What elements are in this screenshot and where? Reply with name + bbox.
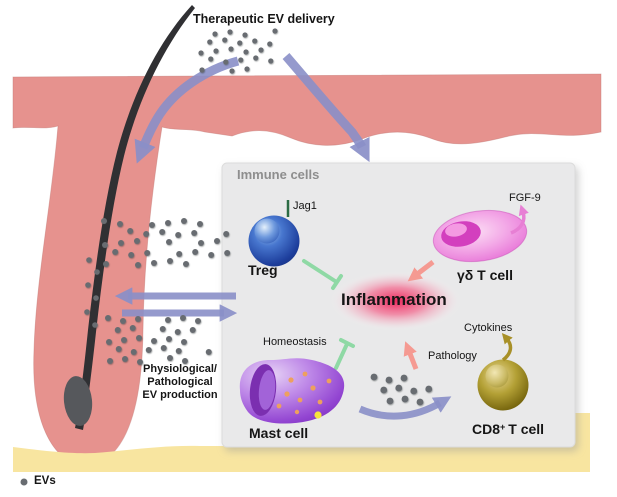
therapeutic-ev-delivery-label: Therapeutic EV delivery <box>193 12 335 26</box>
skin-cross-section <box>12 73 602 468</box>
mast-granules <box>276 371 332 415</box>
cd8-t-cell <box>477 333 529 411</box>
subcutaneous-fat-layer <box>13 413 590 472</box>
inflammation-label: Inflammation <box>341 290 447 309</box>
cd8-label-sup: + <box>500 422 506 432</box>
ev-legend-label: EVs <box>34 475 56 487</box>
mast-granule-yellow <box>314 411 322 419</box>
homeostasis-inhibition-tbar <box>334 338 355 370</box>
dermal-papilla <box>63 376 93 426</box>
mast-to-cd8-ev-arrow <box>358 396 452 420</box>
jag1-label: Jag1 <box>293 200 317 212</box>
cd8-t-cell-label: CD8+T cell <box>472 422 544 437</box>
treg-inhibition-tbar <box>302 259 343 290</box>
ev-production-line1: Physiological/ <box>143 363 217 375</box>
gdt-stimulation-arrow <box>407 260 435 282</box>
immune-cells-panel-title: Immune cells <box>237 167 320 182</box>
treg-cell <box>248 200 300 267</box>
cytokines-arrow <box>501 333 513 362</box>
ev-production-line2: Pathological <box>147 376 213 388</box>
ev-legend-dot <box>20 478 28 486</box>
homeostasis-label: Homeostasis <box>263 336 327 348</box>
delivery-arrow-to-follicle <box>134 56 240 164</box>
treg-label: Treg <box>248 262 278 278</box>
ev-production-line3: EV production <box>142 389 218 401</box>
cd8-label-base: CD8 <box>472 421 501 437</box>
fgf9-arrow <box>510 204 529 235</box>
gamma-delta-t-cell <box>432 204 529 263</box>
inflammation-glow <box>330 271 462 331</box>
cd8-label-rest: T cell <box>508 421 545 437</box>
gamma-delta-t-label: γδ T cell <box>457 267 513 283</box>
fgf9-label: FGF-9 <box>509 192 541 204</box>
ev-dots <box>84 28 433 406</box>
pathology-label: Pathology <box>428 350 477 362</box>
ev-arrows <box>114 53 452 420</box>
pathology-stimulation-arrow <box>403 341 419 370</box>
cytokines-label: Cytokines <box>464 322 513 334</box>
ev-production-label: Physiological/ Pathological EV productio… <box>127 363 233 402</box>
mast-cell <box>239 358 345 424</box>
mast-cell-label: Mast cell <box>249 425 309 441</box>
delivery-arrow-to-immune-panel <box>282 53 370 163</box>
